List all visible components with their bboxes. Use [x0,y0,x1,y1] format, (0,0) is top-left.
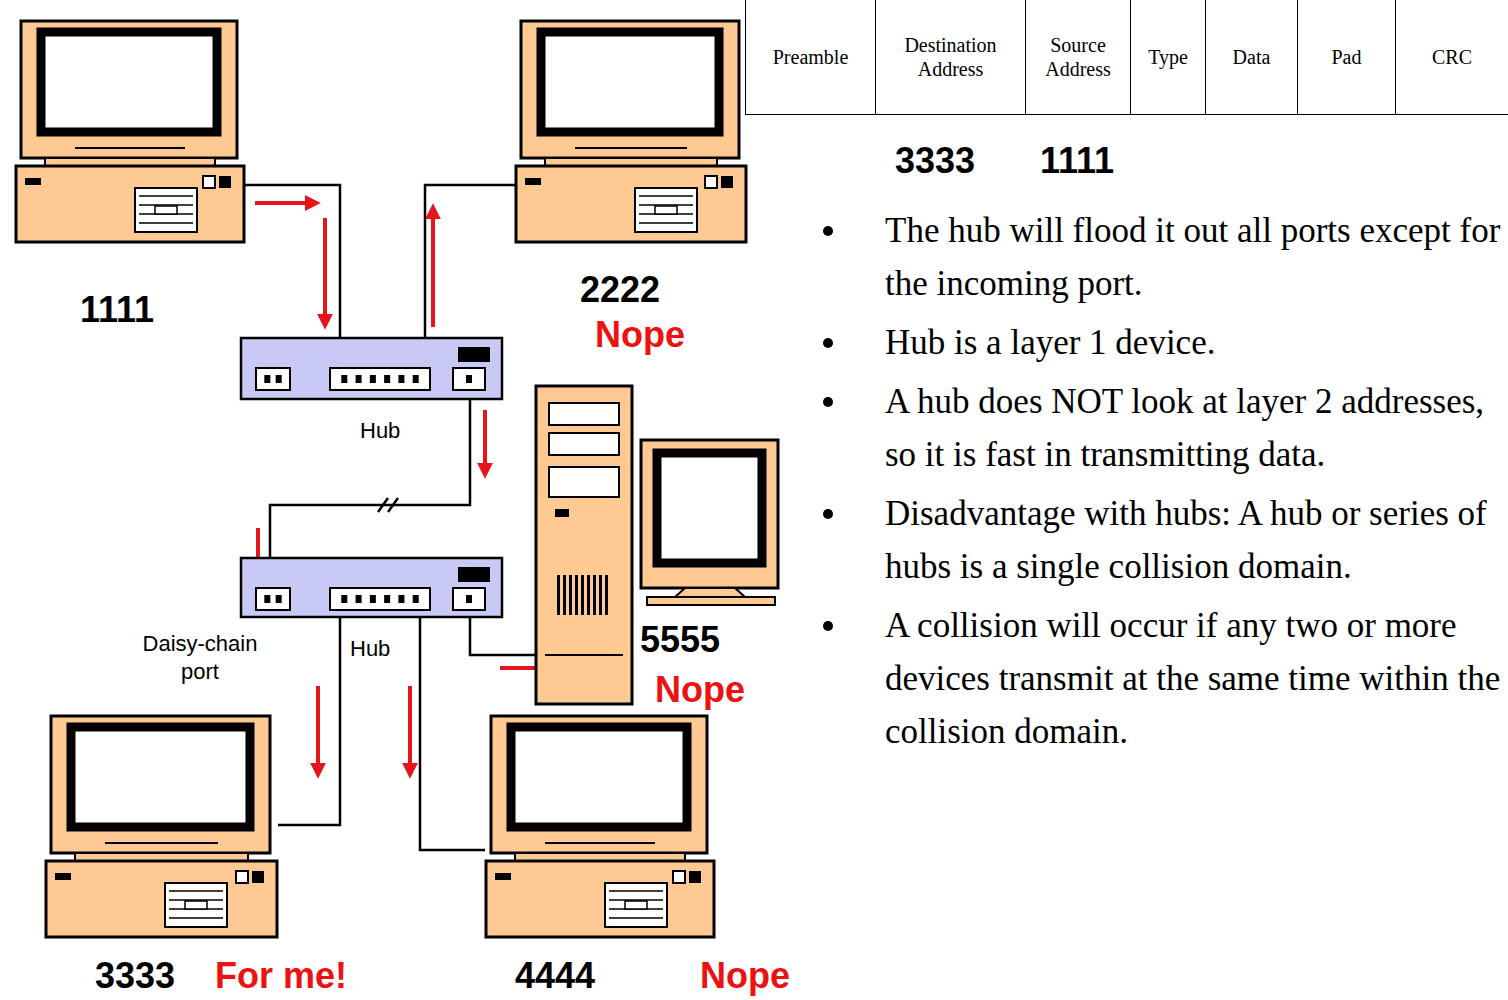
bullet-text: The hub will flood it out all ports exce… [885,204,1503,310]
bullet-item: Hub is a layer 1 device. [885,316,1503,369]
flow-arrow [316,686,320,774]
workstation: 4444Nope [485,715,715,940]
network-cable [270,400,470,557]
network-cable [278,618,340,825]
bullet-dot [823,226,833,236]
bullet-text: Hub is a layer 1 device. [885,316,1503,369]
address-label: 1111 [80,292,154,328]
hub-drawing [241,558,502,617]
network-cable [470,618,535,655]
workstation: 2222Nope [515,20,747,243]
pc-icon [45,715,278,940]
network-cable [420,618,485,850]
bullet-item: The hub will flood it out all ports exce… [885,204,1503,310]
frame-field: CRC [1395,0,1508,115]
address-label: 2222 [580,272,660,308]
frame-field: Source Address [1025,0,1131,115]
port-label: Daisy-chain port [124,630,276,685]
frame-field: Data [1205,0,1298,115]
bullet-item: Disadvantage with hubs: A hub or series … [885,487,1503,593]
hub-device: Hub [240,337,503,400]
address-label: 5555 [640,622,720,658]
pc-drawing [16,21,244,242]
address-label: 3333 [95,958,175,994]
device-label: Hub [360,420,400,442]
device-label: Hub [350,638,390,660]
bullet-dot [823,338,833,348]
pc-drawing [46,716,277,937]
frame-address: 3333 [895,143,975,179]
network-cable [245,185,340,337]
bullet-dot [823,621,833,631]
status-note: For me! [215,958,347,994]
network-cable [425,185,515,337]
bullet-list: The hub will flood it out all ports exce… [885,204,1503,764]
bullet-text: A hub does NOT look at layer 2 addresses… [885,375,1503,481]
frame-address: 1111 [1040,143,1114,179]
flow-arrow [483,410,487,474]
server: 5555Nope [535,385,780,705]
status-note: Nope [595,317,685,353]
bullet-item: A collision will occur if any two or mor… [885,599,1503,758]
hub-drawing [241,338,502,399]
pc-icon [485,715,715,940]
pc-icon [515,20,747,243]
frame-field: Destination Address [875,0,1026,115]
status-note: Nope [700,958,790,994]
frame-field: Preamble [745,0,876,115]
workstation: 3333For me! [45,715,278,940]
hub-icon [240,337,503,400]
server-drawing [536,386,778,704]
workstation: 1111 [15,20,245,243]
bullet-dot [823,509,833,519]
address-label: 4444 [515,958,595,994]
frame-field: Type [1130,0,1206,115]
bullet-text: Disadvantage with hubs: A hub or series … [885,487,1503,593]
bullet-text: A collision will occur if any two or mor… [885,599,1503,758]
pc-icon [15,20,245,243]
hub-device: Hub [240,557,503,618]
flow-arrow [408,686,412,774]
frame-field: Pad [1297,0,1396,115]
hub-icon [240,557,503,618]
status-note: Nope [655,672,745,708]
pc-drawing [486,716,714,937]
flow-arrow [323,218,327,325]
pc-drawing [516,21,746,242]
flow-arrow [255,201,316,205]
bullet-dot [823,397,833,407]
bullet-item: A hub does NOT look at layer 2 addresses… [885,375,1503,481]
flow-arrow [431,208,435,327]
